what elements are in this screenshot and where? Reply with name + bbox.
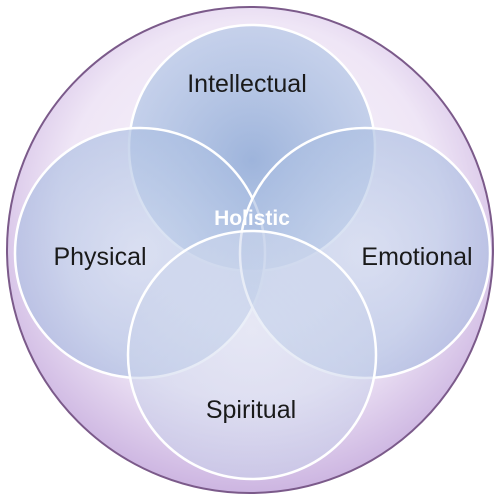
label-intellectual: Intellectual [187, 70, 307, 98]
label-spiritual: Spiritual [206, 396, 296, 424]
circle-spiritual [126, 229, 378, 481]
label-physical: Physical [53, 243, 146, 271]
label-holistic: Holistic [214, 207, 290, 230]
label-emotional: Emotional [361, 243, 472, 271]
